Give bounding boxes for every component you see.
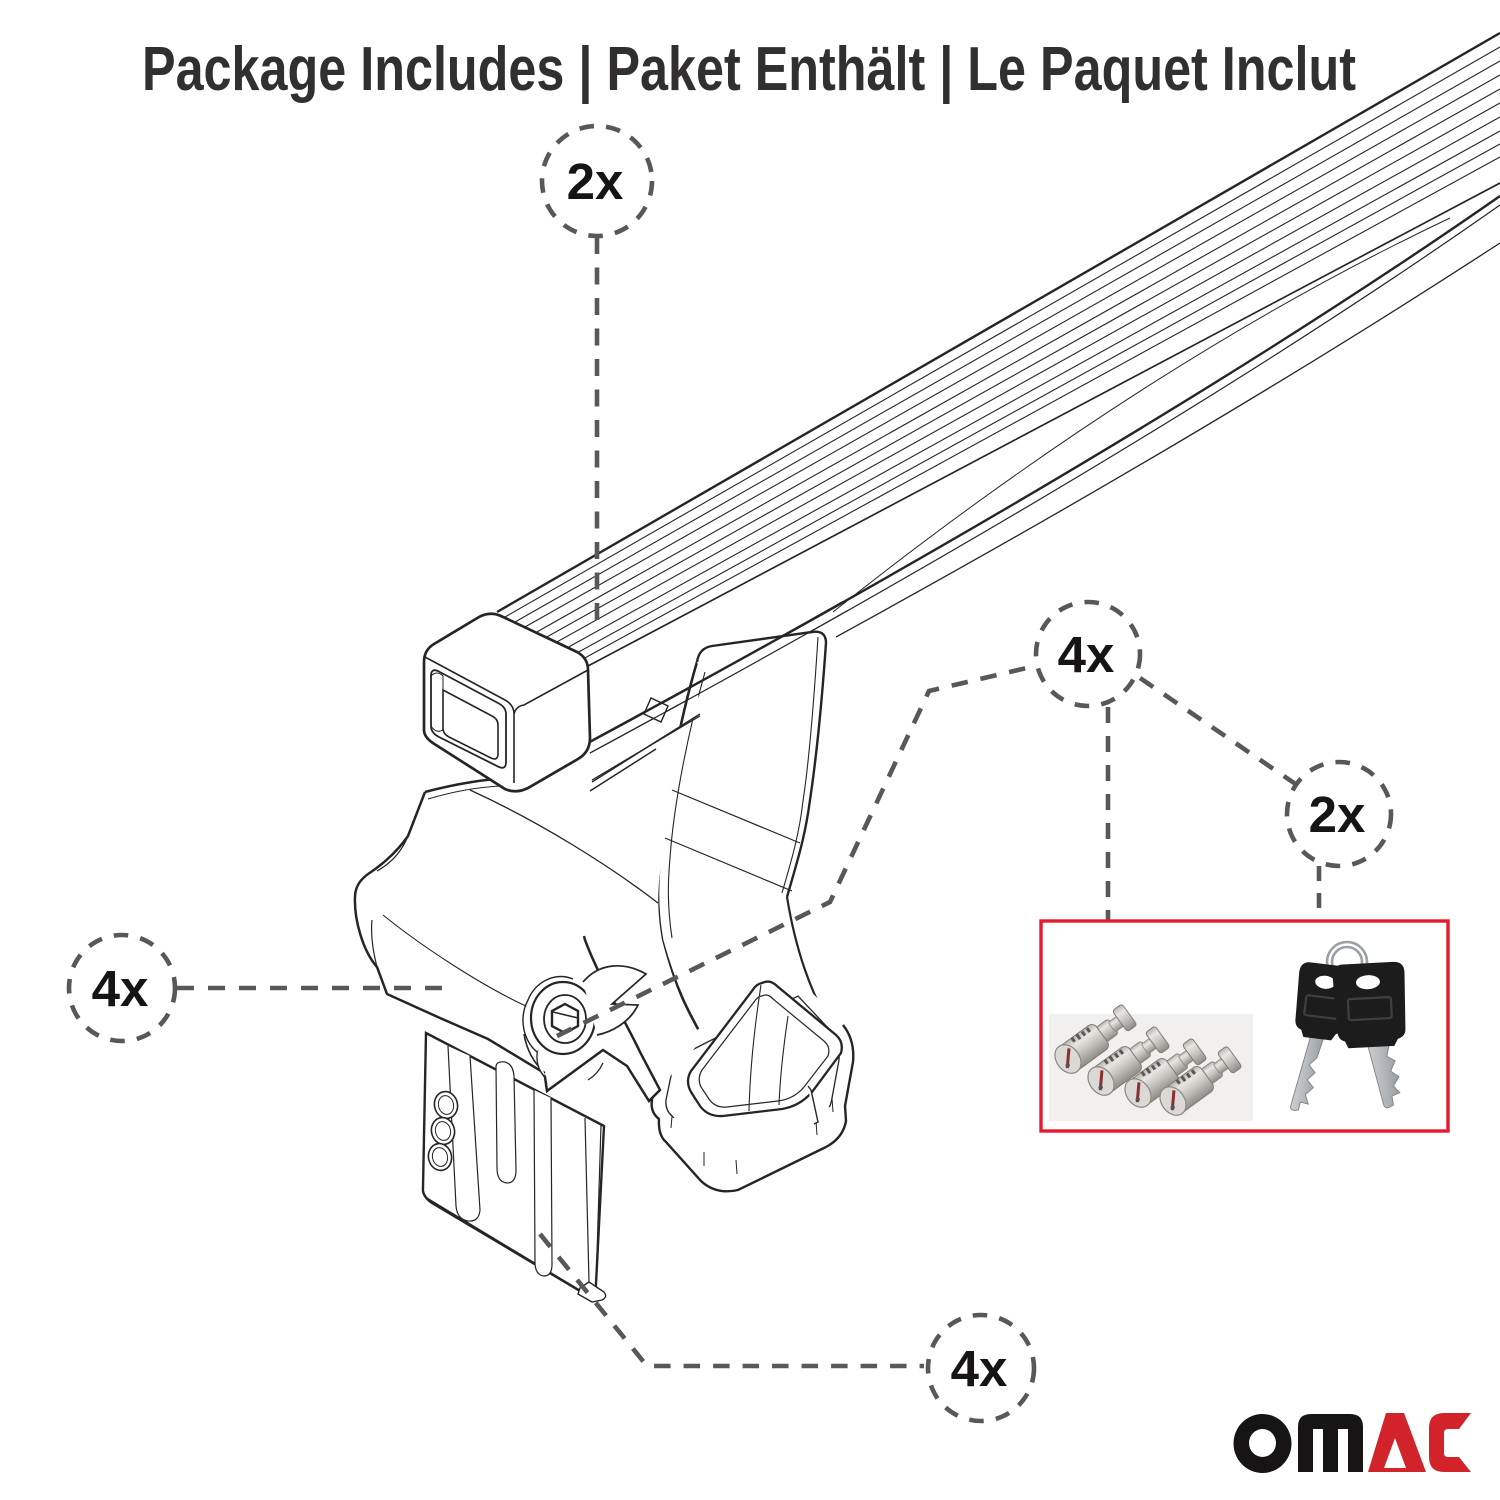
svg-text:4x: 4x [92,960,149,1017]
svg-text:2x: 2x [1309,786,1366,843]
svg-text:Package Includes | Paket Enthä: Package Includes | Paket Enthält | Le Pa… [142,35,1356,105]
svg-text:2x: 2x [567,153,624,210]
svg-text:4x: 4x [1058,626,1115,683]
svg-text:4x: 4x [951,1340,1008,1397]
